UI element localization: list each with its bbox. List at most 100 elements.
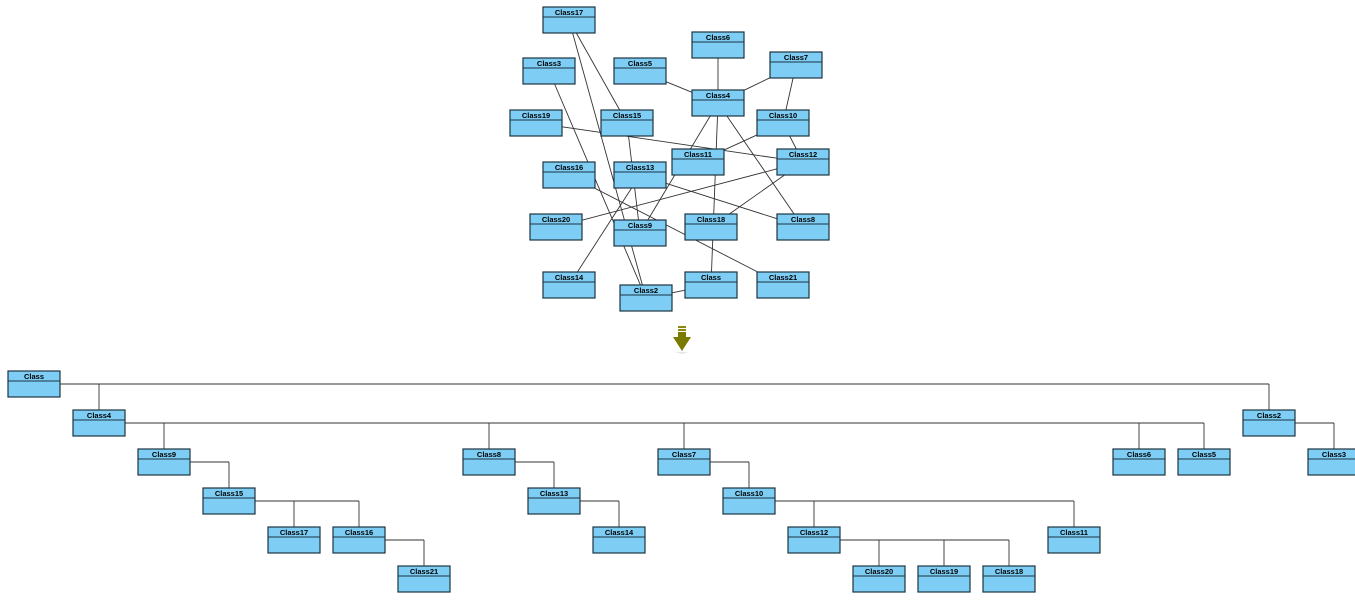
before-class-node[interactable]: Class14 — [542, 271, 596, 299]
tree-class-node[interactable]: Class12 — [787, 526, 841, 554]
tree-class-node[interactable]: Class13 — [527, 487, 581, 515]
class-name: Class18 — [697, 215, 725, 224]
class-name: Class6 — [706, 33, 730, 42]
class-name: Class13 — [540, 489, 568, 498]
class-box — [332, 526, 386, 554]
tree-class-node[interactable]: Class8 — [462, 448, 516, 476]
class-name: Class13 — [626, 163, 654, 172]
before-class-node[interactable]: Class18 — [684, 213, 738, 241]
class-name: Class14 — [605, 528, 634, 537]
class-box — [684, 271, 738, 299]
class-box — [592, 526, 646, 554]
association-line — [561, 126, 778, 159]
class-box — [671, 148, 725, 176]
class-box — [267, 526, 321, 554]
class-box — [542, 6, 596, 34]
class-box — [917, 565, 971, 593]
tree-class-node[interactable]: Class7 — [657, 448, 711, 476]
before-class-node[interactable]: Class15 — [600, 109, 654, 137]
class-name: Class21 — [410, 567, 438, 576]
tree-class-node[interactable]: Class4 — [72, 409, 126, 437]
after-tree-edges — [60, 383, 1335, 566]
class-box — [462, 448, 516, 476]
class-name: Class5 — [628, 59, 652, 68]
tree-class-node[interactable]: Class10 — [722, 487, 776, 515]
tree-class-node[interactable]: Class16 — [332, 526, 386, 554]
tree-class-node[interactable]: Class3 — [1307, 448, 1355, 476]
class-box — [522, 57, 576, 85]
association-line — [581, 168, 778, 221]
class-box — [529, 213, 583, 241]
before-class-node[interactable]: Class3 — [522, 57, 576, 85]
tree-class-node[interactable]: Class14 — [592, 526, 646, 554]
association-line — [594, 187, 758, 273]
class-name: Class20 — [865, 567, 893, 576]
before-class-node[interactable]: Class2 — [619, 284, 673, 312]
class-name: Class10 — [735, 489, 763, 498]
class-box — [7, 370, 61, 398]
class-box — [776, 213, 830, 241]
class-name: Class8 — [791, 215, 815, 224]
tree-class-node[interactable]: Class20 — [852, 565, 906, 593]
before-class-node[interactable]: Class5 — [613, 57, 667, 85]
tree-class-node[interactable]: Class9 — [137, 448, 191, 476]
class-name: Class9 — [152, 450, 176, 459]
tree-class-node[interactable]: Class19 — [917, 565, 971, 593]
association-line — [665, 81, 693, 93]
class-name: Class — [701, 273, 721, 282]
tree-class-node[interactable]: Class5 — [1177, 448, 1231, 476]
before-class-node[interactable]: Class19 — [509, 109, 563, 137]
tree-class-node[interactable]: Class11 — [1047, 526, 1101, 554]
association-line — [577, 187, 632, 273]
before-class-node[interactable]: Class — [684, 271, 738, 299]
class-name: Class5 — [1192, 450, 1216, 459]
class-box — [684, 213, 738, 241]
class-name: Class19 — [522, 111, 550, 120]
before-class-node[interactable]: Class17 — [542, 6, 596, 34]
class-box — [613, 161, 667, 189]
class-name: Class11 — [1060, 528, 1088, 537]
before-class-node[interactable]: Class21 — [756, 271, 810, 299]
association-line — [726, 115, 795, 215]
class-name: Class7 — [784, 53, 808, 62]
class-name: Class4 — [706, 91, 731, 100]
class-name: Class14 — [555, 273, 584, 282]
before-class-node[interactable]: Class20 — [529, 213, 583, 241]
tree-class-node[interactable]: Class17 — [267, 526, 321, 554]
class-box — [1177, 448, 1231, 476]
class-name: Class16 — [555, 163, 583, 172]
association-line — [729, 174, 785, 215]
before-class-node[interactable]: Class10 — [756, 109, 810, 137]
before-class-node[interactable]: Class11 — [671, 148, 725, 176]
class-box — [691, 89, 745, 117]
tree-class-node[interactable]: Class21 — [397, 565, 451, 593]
class-box — [542, 161, 596, 189]
tree-class-node[interactable]: Class6 — [1112, 448, 1166, 476]
before-class-node[interactable]: Class4 — [691, 89, 745, 117]
class-box — [1242, 409, 1296, 437]
before-class-node[interactable]: Class8 — [776, 213, 830, 241]
tree-class-node[interactable]: Class — [7, 370, 61, 398]
before-class-node[interactable]: Class9 — [613, 219, 667, 247]
before-class-node[interactable]: Class13 — [613, 161, 667, 189]
before-class-node[interactable]: Class16 — [542, 161, 596, 189]
tree-class-node[interactable]: Class18 — [982, 565, 1036, 593]
class-box — [982, 565, 1036, 593]
class-name: Class3 — [537, 59, 561, 68]
class-box — [600, 109, 654, 137]
class-box — [72, 409, 126, 437]
tree-class-node[interactable]: Class15 — [202, 487, 256, 515]
before-class-node[interactable]: Class6 — [691, 31, 745, 59]
tree-class-node[interactable]: Class2 — [1242, 409, 1296, 437]
class-name: Class12 — [789, 150, 817, 159]
association-line — [575, 32, 621, 111]
class-name: Class17 — [555, 8, 583, 17]
class-box — [657, 448, 711, 476]
class-name: Class3 — [1322, 450, 1346, 459]
before-diagram-edges — [554, 32, 797, 294]
before-class-node[interactable]: Class12 — [776, 148, 830, 176]
down-arrow-icon — [673, 326, 691, 354]
before-class-node[interactable]: Class7 — [769, 51, 823, 79]
